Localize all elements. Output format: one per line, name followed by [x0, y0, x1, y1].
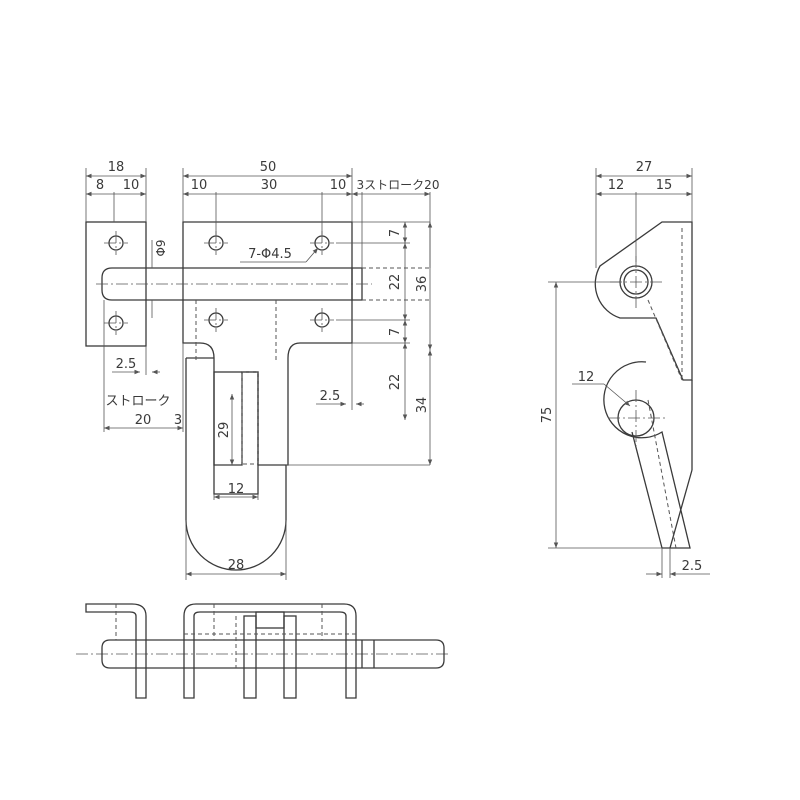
side-dim-15: 15 — [656, 178, 673, 193]
top-handle-bridge — [255, 611, 285, 629]
dim-10-right: 10 — [330, 178, 347, 193]
dim-2-5-body: 2.5 — [320, 389, 341, 404]
dim-3-stroke-20: 3ストローク20 — [357, 178, 440, 192]
side-hole-lower — [608, 390, 666, 446]
side-dim-75: 75 — [540, 407, 555, 424]
stroke-label: ストローク — [105, 394, 170, 409]
top-body — [183, 603, 357, 699]
body-hole-3 — [204, 308, 228, 332]
dim-10: 10 — [123, 178, 140, 193]
body-hole-4 — [310, 308, 334, 332]
top-rod — [101, 639, 445, 669]
dim-3: 3 — [174, 413, 182, 428]
dim-50: 50 — [260, 160, 277, 175]
keeper-hole-bottom — [104, 311, 128, 335]
dim-7-bottom: 7 — [388, 328, 403, 336]
dim-18: 18 — [108, 160, 125, 175]
dim-20: 20 — [135, 413, 152, 428]
dim-2-5-keeper: 2.5 — [116, 357, 137, 372]
dim-22-top: 22 — [388, 274, 403, 291]
dim-10-left: 10 — [191, 178, 208, 193]
side-dim-27: 27 — [636, 160, 653, 175]
dim-12-slot: 12 — [228, 482, 245, 497]
side-upper-ear — [594, 221, 693, 381]
bolt-rod — [101, 267, 363, 301]
side-lower-ear — [603, 361, 691, 549]
side-view: 27 12 15 75 12 2.5 — [540, 160, 710, 578]
dim-phi-9: Φ9 — [154, 239, 168, 256]
dim-29: 29 — [217, 422, 232, 439]
dim-36: 36 — [415, 276, 430, 293]
side-dim-2-5: 2.5 — [682, 559, 703, 574]
dim-28: 28 — [228, 558, 245, 573]
side-dim-12: 12 — [608, 178, 625, 193]
handle-tongue — [185, 358, 287, 571]
dim-7-top: 7 — [388, 229, 403, 237]
top-keeper — [85, 603, 147, 699]
keeper-hole-top — [104, 231, 128, 255]
top-handle-leg-1 — [243, 615, 257, 699]
front-view: 18 8 10 50 10 30 10 3ストローク20 7 22 36 7 — [85, 160, 440, 580]
dim-22-bottom: 22 — [388, 374, 403, 391]
top-view — [76, 603, 450, 699]
dim-8: 8 — [96, 178, 104, 193]
dim-30: 30 — [261, 178, 278, 193]
hole-note: 7-Φ4.5 — [248, 247, 292, 262]
dim-34: 34 — [415, 397, 430, 414]
side-dim-12-hole: 12 — [578, 370, 595, 385]
top-handle-leg-2 — [283, 615, 297, 699]
